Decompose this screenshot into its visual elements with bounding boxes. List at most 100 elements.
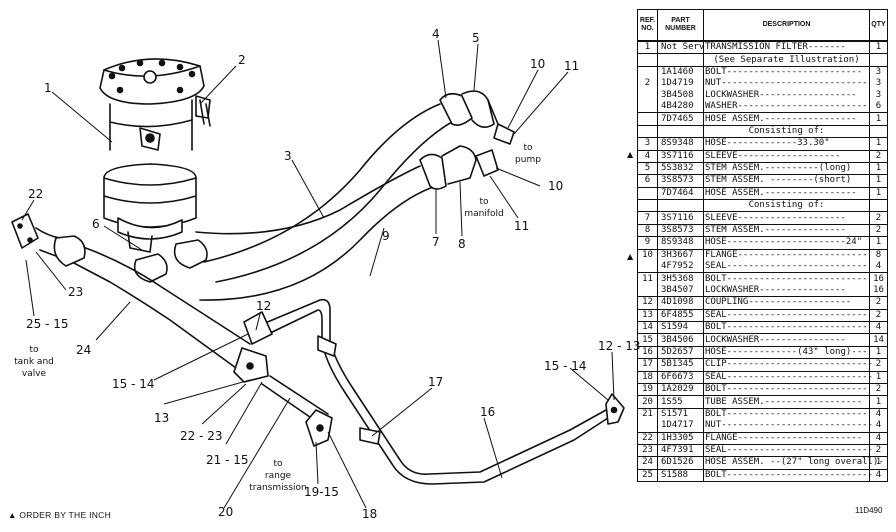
drawing-number: 11D490 (855, 506, 883, 515)
callout-20: 20 (218, 505, 233, 519)
part-number: 7D7465 (657, 112, 704, 126)
description: HOSE ASSEM. --(27" long overall)- (703, 456, 884, 470)
description: BOLT------------------------- (705, 66, 863, 77)
ref-number (637, 284, 658, 298)
header-ref-no: REF. NO. (637, 9, 658, 42)
part-number: 3B4506 (657, 333, 704, 347)
description: SLEEVE-------------------- (703, 211, 870, 225)
ref-number (637, 199, 658, 213)
header-description: DESCRIPTION (703, 9, 870, 42)
callout-10-lower: 10 (548, 179, 563, 193)
quantity: 4 (869, 469, 888, 483)
part-number: 3S7116 (657, 150, 704, 163)
part-number: 3S7116 (657, 211, 704, 225)
description: SEAL-------------------------- (703, 261, 870, 274)
callout-22: 22 (28, 187, 43, 201)
quantity: 4 (869, 408, 888, 421)
part-number: S1571 (657, 408, 704, 421)
callout-16: 16 (480, 405, 495, 419)
description: FLANGE------------------------ (705, 249, 868, 260)
quantity: 16 (869, 272, 888, 285)
description: STEM ASSEM.----------(long) (703, 162, 870, 176)
quantity: 1 (869, 112, 888, 126)
part-number: 8S9348 (657, 137, 704, 151)
description: SEAL--------------------------- (703, 371, 873, 384)
description: LOCKWASHER---------------- (703, 333, 870, 347)
callout-11-lower: 11 (514, 219, 529, 233)
description: CLIP--------------------------- (703, 358, 873, 372)
ref-number: 1 (637, 41, 658, 55)
callout-21-15: 21 - 15 (206, 453, 249, 467)
quantity: 1 (869, 137, 888, 151)
description: BOLT-------------------------- (703, 321, 870, 335)
quantity: 1 (869, 395, 888, 409)
part-number: 7D7464 (657, 187, 704, 201)
exploded-diagram: 1 2 3 4 5 6 7 8 9 10 11 10 11 12 13 22 2… (11, 27, 641, 521)
ref-number: 25 (637, 469, 658, 483)
quantity: 3 (869, 66, 888, 79)
description: BOLT-------------------------- (705, 408, 868, 419)
quantity: 4 (869, 432, 888, 445)
callout-18: 18 (362, 507, 377, 521)
description: LOCKWASHER---------------- (703, 284, 870, 298)
part-number: 3S8573 (657, 224, 704, 238)
part-number: 6D1526 (657, 456, 704, 470)
part-number: 1H3305 (657, 432, 704, 445)
quantity: 1 (869, 174, 888, 188)
parts-row: Consisting of: (637, 199, 888, 213)
part-number (657, 53, 704, 67)
ref-number (637, 420, 658, 433)
description: TRANSMISSION FILTER------- (703, 41, 870, 55)
ref-number: 20 (637, 395, 658, 409)
callout-25-15: 25 - 15 (26, 317, 69, 331)
description: NUT--------------------------- (705, 78, 868, 89)
part-number: 3B4507 (657, 284, 704, 298)
ref-number: 22 (637, 432, 658, 445)
quantity: 6 (869, 100, 888, 114)
part-number: 5B1345 (657, 358, 704, 372)
quantity: 2 (869, 296, 888, 310)
description: BOLT--------------------------- (703, 469, 873, 483)
hose-assembly-lower (133, 145, 499, 301)
quantity: 14 (869, 333, 888, 347)
part-number: 6F6673 (657, 371, 704, 384)
callout-19-15: 19-15 (304, 485, 339, 499)
ref-number: 14 (637, 321, 658, 335)
part-number: 3H5368 (657, 272, 704, 285)
callout-1: 1 (44, 81, 52, 95)
callout-labels: 1 2 3 4 5 6 7 8 9 10 11 10 11 12 13 22 2… (26, 27, 641, 521)
quantity: 2 (869, 211, 888, 225)
quantity: 8 (869, 249, 888, 262)
part-number: 1A1460 (657, 66, 704, 79)
description: HOSE ASSEM.----------------- (703, 187, 870, 201)
ref-number: 17 (637, 358, 658, 372)
callout-15-14-right: 15 - 14 (544, 359, 587, 373)
callout-13: 13 (154, 411, 169, 425)
hose-assembly-upper (203, 90, 515, 283)
quantity: 3 (869, 89, 888, 101)
callout-15-14-left: 15 - 14 (112, 377, 155, 391)
callout-4: 4 (432, 27, 440, 41)
description: SLEEVE------------------- (703, 150, 870, 163)
order-by-inch-marker: ▲ (627, 150, 634, 159)
part-number: 3B4508 (657, 89, 704, 101)
description: TUBE ASSEM.------------------ (703, 395, 870, 409)
description: HOSE-------------(43" long)--- (703, 346, 870, 360)
